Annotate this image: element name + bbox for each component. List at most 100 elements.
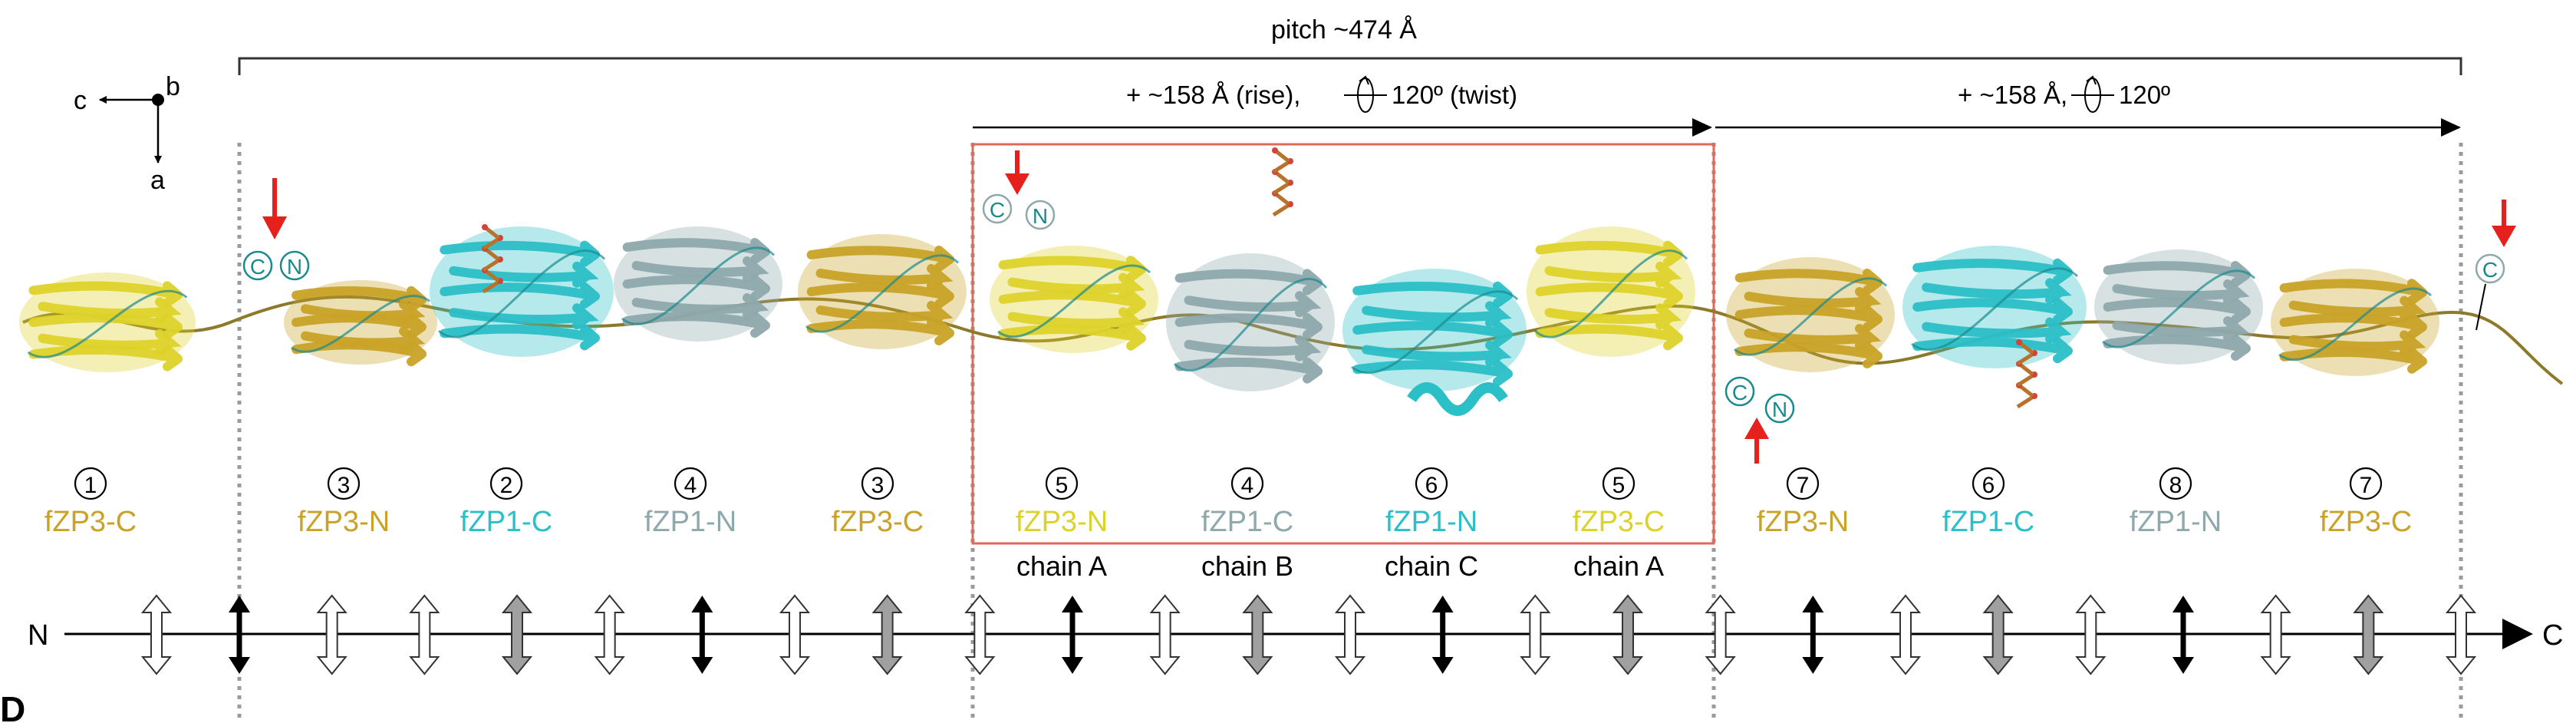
terminus-c-1-label: C [250,255,265,279]
double-arrow-black [2172,596,2194,674]
domain-number: 1 [84,473,97,498]
domain-number-circle [1415,467,1448,500]
chain-label: chain A [1016,550,1107,582]
domain-name: fZP3-C [2320,506,2412,538]
terminus-c-3-label: C [1732,381,1748,404]
double-arrow-black [229,596,250,674]
double-arrow-gray [1982,594,2014,675]
rise-label-left: + ~158 Å (rise), [1126,81,1300,109]
domain-name: fZP1-C [1942,506,2034,538]
double-arrow-black [1802,596,1824,674]
pitch-bracket: pitch ~474 Å [238,15,2462,75]
terminus-n-2: N [1025,200,1056,230]
terminus-c-2: C [982,193,1013,224]
domain-number-circle [74,467,107,500]
terminus-c-4-label: C [2482,258,2498,282]
domain-number-circle [861,467,894,500]
domain-name: fZP3-N [1016,506,1108,538]
axis-b-label: b [166,72,180,101]
domain-number: 4 [684,473,697,498]
domain-name: fZP3-C [1573,506,1665,538]
termini-markers: C N C N C N C [242,193,2505,424]
double-arrow-white [316,594,348,675]
double-arrow-white [2260,594,2291,675]
double-arrow-white [409,594,440,675]
protein-domain-blob [1726,257,1895,372]
chain-label: chain C [1385,550,1478,582]
domain-name: fZP1-N [644,506,736,538]
twist-icon-left [1344,75,1387,113]
rise-twist-right: + ~158 Å, 120º [1715,75,2461,137]
red-arrows [262,150,2516,464]
double-arrow-black [1062,596,1083,674]
terminus-n-1-label: N [287,255,302,279]
asymmetric-unit-box [971,143,1715,545]
protein-domain-blob [284,280,437,367]
domain-number: 6 [1982,473,1995,498]
domain-label: 1 fZP3-C [44,467,137,538]
axis-a-label: a [150,166,165,195]
double-arrow-black [691,596,713,674]
domain-number-circle [1230,467,1264,500]
double-arrow-black [1431,596,1454,674]
double-arrow-white [1889,594,1922,675]
rise-label-right: + ~158 Å, [1958,81,2067,109]
double-arrow-white [1705,594,1736,675]
glycan-sticks [482,224,503,294]
domain-number: 4 [1241,473,1254,498]
axis-c-end-label: C [2542,619,2563,652]
terminus-n-3: N [1764,393,1795,424]
domain-number-circle [327,467,361,500]
chain-label: chain B [1201,550,1293,582]
domain-name: fZP3-C [44,506,137,538]
twist-icon-right [2071,75,2114,113]
domain-number: 3 [871,473,884,498]
domain-number-circle [2349,467,2383,500]
protein-domain-blob [19,272,196,372]
axis-n-label: N [28,619,48,652]
terminus-n-1: N [279,250,310,281]
sequence-axis: N C [28,619,2563,652]
domain-number: 5 [1056,473,1069,498]
domain-number: 8 [2169,473,2182,498]
double-arrow-white [1334,594,1366,675]
domain-number: 7 [2360,473,2373,498]
rise-arrowhead-right [2441,118,2461,137]
double-arrow-gray [1242,594,1273,675]
domain-label: 6 fZP1-N chain C [1385,467,1478,582]
helix-segment [1407,382,1508,416]
protein-domain-blob [990,246,1158,353]
panel-letter: D [0,689,25,723]
double-arrow-white [1149,594,1181,675]
pitch-bracket-line [238,57,2462,75]
terminus-n-3-label: N [1772,398,1787,421]
terminus-c-4: C [2475,253,2505,331]
chain-label: chain A [1573,550,1664,582]
terminus-c-2-label: C [990,198,1005,222]
protein-domain-blob [1902,246,2087,368]
sequence-axis-arrowhead [2502,619,2533,649]
domain-number-circle [489,467,523,500]
protein-domain-blob [2271,269,2439,376]
double-arrow-white [140,594,173,675]
domain-name: fZP1-N [2130,506,2222,538]
domain-label: 5 fZP3-N chain A [1016,467,1108,582]
domain-number: 6 [1425,473,1438,498]
domain-name: fZP1-C [460,506,552,538]
domain-label: 4 fZP1-N [644,467,736,538]
double-arrow-white [2445,594,2477,675]
terminus-c-1: C [242,250,273,281]
protein-domain-blob [430,226,614,357]
domain-number: 5 [1612,473,1626,498]
domain-name: fZP3-N [1757,506,1849,538]
double-arrow-gray [501,594,533,675]
glycan-sticks [2016,339,2037,409]
domain-name: fZP1-N [1385,506,1477,538]
